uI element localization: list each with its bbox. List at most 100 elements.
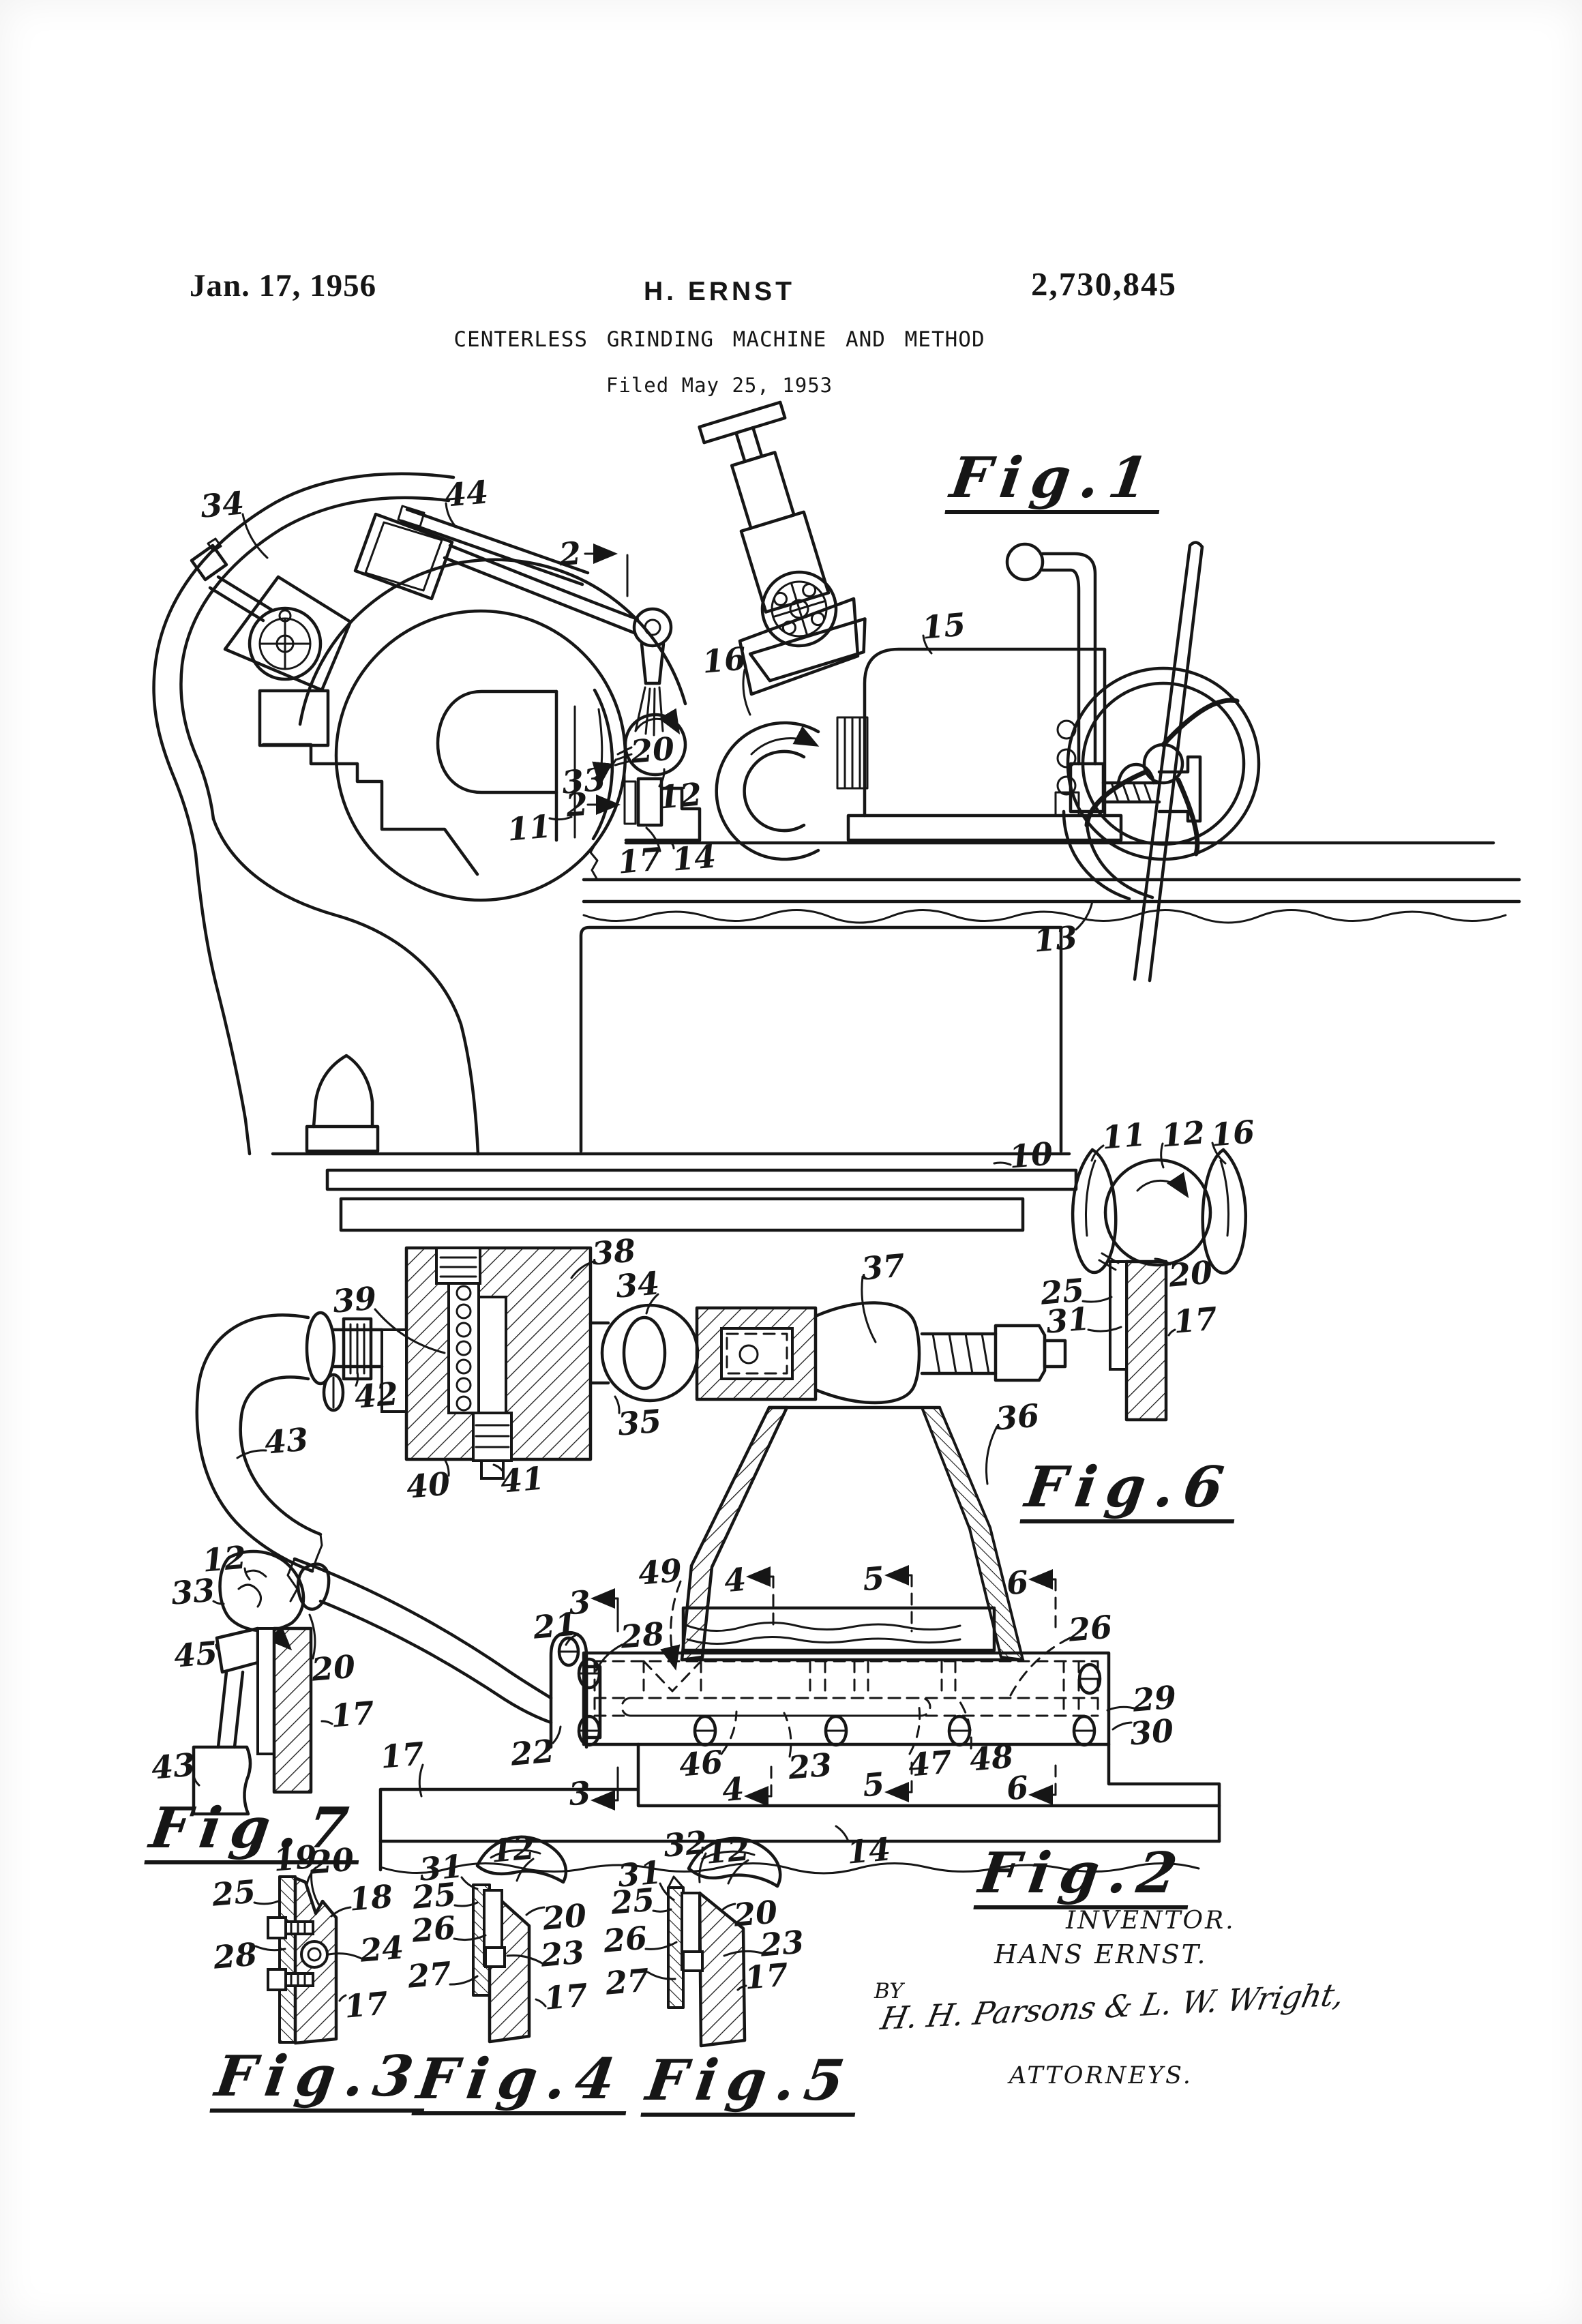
leader-line <box>1160 1142 1165 1169</box>
ref-numeral-45: 45 <box>173 1634 219 1674</box>
ref-numeral-3: 3 <box>567 1583 593 1622</box>
leader-line <box>723 1950 763 1957</box>
figure-6-drawing <box>1071 1148 1247 1422</box>
ref-numeral-41: 41 <box>499 1459 546 1500</box>
leader-line <box>492 1463 503 1472</box>
leader-line <box>310 1869 320 1907</box>
figure-label-fig2: Fig.2 <box>973 1841 1197 1909</box>
leader-line <box>720 1903 736 1912</box>
ref-numeral-13: 13 <box>1032 919 1079 959</box>
figure-label-fig5: Fig.5 <box>640 2048 864 2117</box>
leader-line <box>338 1994 347 2002</box>
ref-numeral-12: 12 <box>1160 1114 1206 1154</box>
leader-line <box>1106 1705 1135 1712</box>
leader-line <box>253 1900 280 1905</box>
leader-line <box>736 1984 747 1991</box>
leader-line <box>330 1906 352 1918</box>
ref-numeral-18: 18 <box>348 1877 394 1918</box>
leader-line <box>698 1852 707 1883</box>
leader-line <box>671 843 675 850</box>
ref-numeral-16: 16 <box>701 640 747 680</box>
leader-line <box>959 1701 972 1750</box>
ref-numeral-25: 25 <box>1039 1271 1086 1311</box>
ref-numeral-5: 5 <box>861 1766 886 1804</box>
leader-line <box>908 1706 921 1755</box>
leader-line <box>453 1901 479 1907</box>
ref-numeral-12: 12 <box>657 775 703 816</box>
ref-numeral-17: 17 <box>1172 1300 1219 1340</box>
leader-line <box>254 1945 286 1952</box>
leader-line <box>355 1371 359 1387</box>
ref-numeral-34: 34 <box>199 484 245 524</box>
ref-numeral-17: 17 <box>343 1984 389 2025</box>
patent-title: CENTERLESS GRINDING MACHINE AND METHOD <box>453 327 985 352</box>
ref-numeral-43: 43 <box>263 1420 310 1461</box>
ref-numeral-21: 21 <box>531 1605 578 1645</box>
ref-numeral-33: 33 <box>561 760 607 801</box>
leader-line <box>861 1275 877 1343</box>
leader-line <box>418 1763 424 1798</box>
ref-numeral-25: 25 <box>210 1873 257 1913</box>
leader-line <box>215 1643 220 1652</box>
leader-line <box>1167 1328 1176 1337</box>
ref-numeral-22: 22 <box>509 1732 556 1772</box>
patent-date: Jan. 17, 1956 <box>190 268 377 303</box>
leader-line <box>449 1975 479 1986</box>
leader-line <box>243 1567 251 1581</box>
leader-line <box>645 826 661 852</box>
leader-line <box>192 1774 200 1787</box>
leader-line <box>565 1634 577 1646</box>
figure-label-fig1: Fig.1 <box>944 445 1168 514</box>
ref-numeral-23: 23 <box>758 1923 805 1963</box>
ref-numeral-3: 3 <box>567 1774 593 1813</box>
leader-line <box>460 1876 479 1890</box>
ref-numeral-26: 26 <box>410 1909 457 1949</box>
figure-2-gear-drawing <box>195 1197 1067 1662</box>
leader-line <box>652 1908 672 1913</box>
figure-label-fig4: Fig.4 <box>411 2046 635 2115</box>
ref-numeral-35: 35 <box>616 1402 663 1442</box>
leader-line <box>922 634 933 655</box>
leader-line <box>327 1952 363 1960</box>
ref-numeral-27: 27 <box>603 1961 651 2001</box>
leader-line <box>516 1858 535 1882</box>
leader-line <box>1211 1142 1227 1165</box>
leader-line <box>445 502 457 528</box>
ref-numeral-4: 4 <box>721 1770 746 1809</box>
ref-numeral-26: 26 <box>1066 1608 1114 1648</box>
ref-numeral-28: 28 <box>211 1935 258 1976</box>
leader-line <box>308 1613 316 1660</box>
ref-numeral-32: 32 <box>662 1823 708 1864</box>
ref-numeral-47: 47 <box>907 1743 953 1783</box>
ref-numeral-31: 31 <box>616 1853 663 1894</box>
leader-line <box>1009 1637 1071 1697</box>
patent-filed-date: Filed May 25, 1953 <box>606 374 833 397</box>
ref-numeral-36: 36 <box>994 1397 1041 1437</box>
leader-line <box>1081 1296 1113 1303</box>
ref-numeral-6: 6 <box>1005 1564 1030 1603</box>
ref-numeral-23: 23 <box>539 1933 586 1973</box>
leader-line <box>595 1643 623 1672</box>
leader-line <box>525 1906 546 1916</box>
leader-line <box>548 816 573 821</box>
ref-numeral-4: 4 <box>723 1561 748 1600</box>
ref-numeral-11: 11 <box>1101 1116 1147 1156</box>
leader-line <box>720 1710 738 1755</box>
inventor-heading: INVENTOR. <box>1066 1907 1236 1935</box>
figure-label-fig3: Fig.3 <box>209 2044 433 2113</box>
patent-author: H. ERNST <box>643 277 795 306</box>
ref-numeral-17: 17 <box>329 1694 376 1734</box>
ref-numeral-31: 31 <box>418 1847 464 1888</box>
leader-line <box>552 1725 562 1744</box>
leader-line <box>212 1600 225 1605</box>
ref-numeral-48: 48 <box>968 1738 1015 1778</box>
ref-numeral-12: 12 <box>490 1829 536 1869</box>
ref-numeral-34: 34 <box>614 1264 661 1305</box>
leader-line <box>1154 1257 1171 1266</box>
ref-numeral-39: 39 <box>331 1279 378 1320</box>
ref-numeral-17: 17 <box>743 1956 790 1996</box>
figure-2-slide-drawing <box>286 1557 1221 1875</box>
